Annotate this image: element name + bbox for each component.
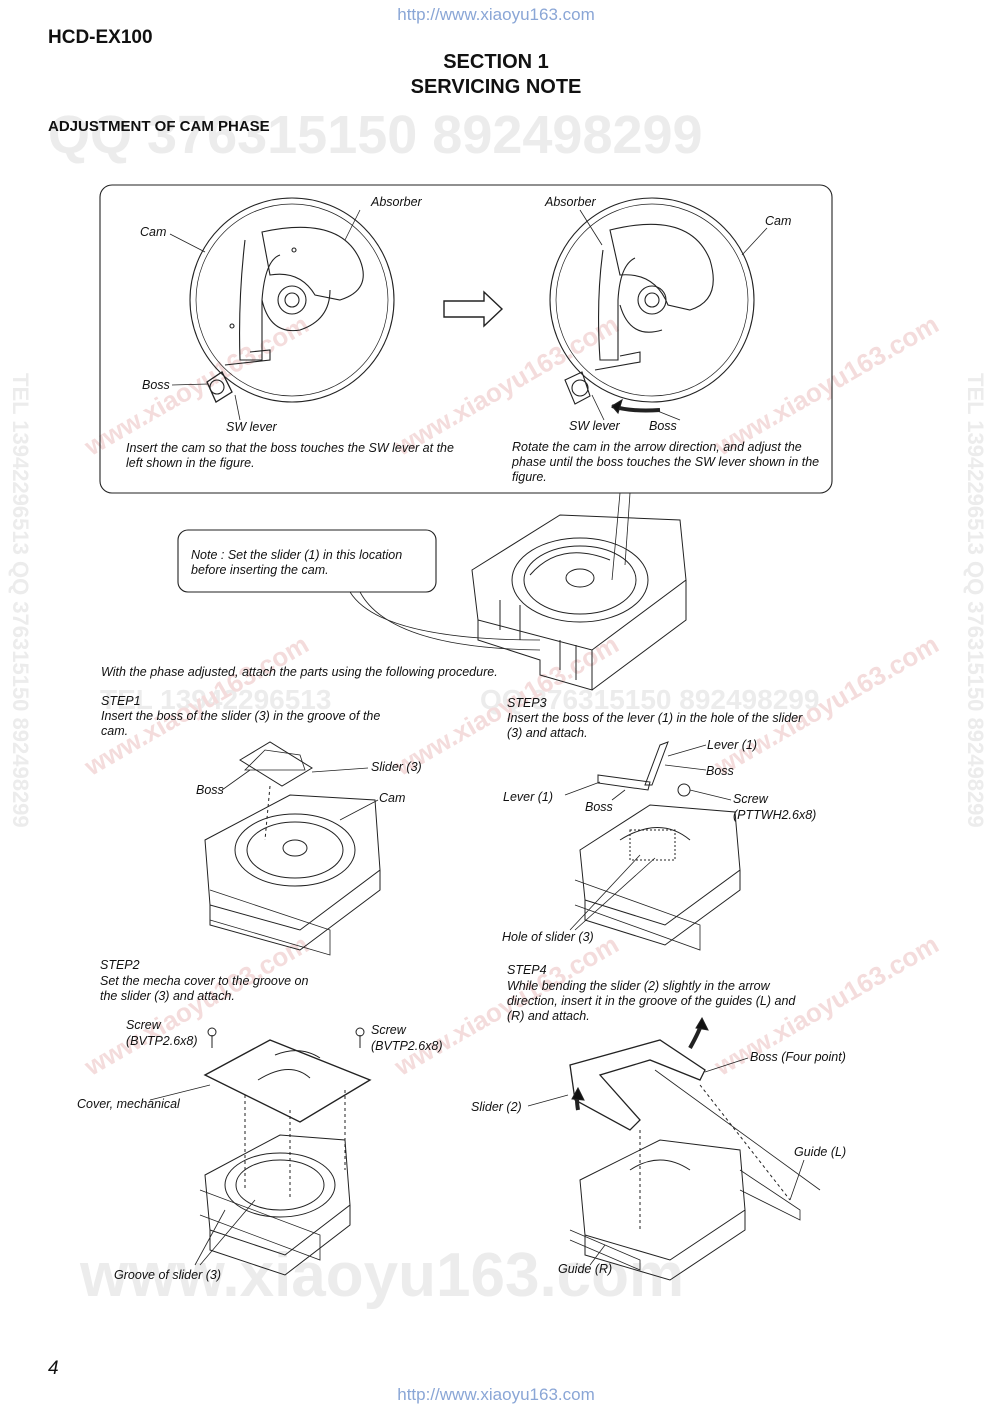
figure-frame xyxy=(99,184,833,494)
label-cam-right: Cam xyxy=(765,214,792,228)
procedure-intro: With the phase adjusted, attach the part… xyxy=(101,665,498,679)
note-callout-frame xyxy=(177,529,437,593)
caption-left: Insert the cam so that the boss touches … xyxy=(126,441,454,470)
url-bottom[interactable]: http://www.xiaoyu163.com xyxy=(397,1385,595,1404)
model-number: HCD-EX100 xyxy=(48,27,153,48)
label-boss-right: Boss xyxy=(649,419,677,433)
cam-diagram-left xyxy=(189,197,395,403)
step4-text: While bending the slider (2) slightly in… xyxy=(507,979,796,1023)
step1-label-boss: Boss xyxy=(196,783,224,797)
step4-label-boss: Boss (Four point) xyxy=(750,1050,846,1064)
cam-diagram-right xyxy=(549,197,755,415)
step2-label-screw-right: Screw xyxy=(371,1023,406,1037)
step4-label-guide-r: Guide (R) xyxy=(558,1262,613,1276)
watermark-mid-qq: QQ 376315150 892498299 xyxy=(480,684,820,715)
watermark-site-bottom: www.xiaoyu163.com xyxy=(80,1241,685,1310)
step2-label-screw-right-spec: (BVTP2.6x8) xyxy=(371,1039,443,1053)
url-top[interactable]: http://www.xiaoyu163.com xyxy=(397,5,595,24)
step4-drawing xyxy=(527,1016,821,1281)
step3-text: Insert the boss of the lever (1) in the … xyxy=(507,711,803,740)
step2-label-cover: Cover, mechanical xyxy=(77,1097,180,1111)
watermark-mid-tel: TEL 13942296513 xyxy=(100,684,332,715)
page-number: 4 xyxy=(48,1358,59,1379)
step1-label-slider: Slider (3) xyxy=(371,760,422,774)
leader-lines-top xyxy=(169,209,768,581)
step4-title: STEP4 xyxy=(507,963,547,977)
step3-label-lever-top: Lever (1) xyxy=(707,738,758,752)
step3-label-screw: Screw xyxy=(733,792,768,806)
label-absorber-left: Absorber xyxy=(371,195,422,209)
step4-label-guide-l: Guide (L) xyxy=(794,1145,847,1159)
step2-label-screw-left-spec: (BVTP2.6x8) xyxy=(126,1034,198,1048)
section-number: SECTION 1 xyxy=(443,51,549,73)
label-sw-lever-left: SW lever xyxy=(226,420,277,434)
label-absorber-right: Absorber xyxy=(545,195,596,209)
step3-label-screw-spec: (PTTWH2.6x8) xyxy=(733,808,817,822)
label-boss-left: Boss xyxy=(142,378,170,392)
step1-text: Insert the boss of the slider (3) in the… xyxy=(101,709,381,738)
page-heading: ADJUSTMENT OF CAM PHASE xyxy=(48,118,270,135)
step2-text: Set the mecha cover to the groove on the… xyxy=(100,974,309,1003)
step3-title: STEP3 xyxy=(507,696,547,710)
step2-label-screw-left: Screw xyxy=(126,1018,161,1032)
step3-label-boss-right: Boss xyxy=(706,764,734,778)
step1-title: STEP1 xyxy=(101,694,141,708)
step2-label-groove: Groove of slider (3) xyxy=(114,1268,221,1282)
right-arrow-icon xyxy=(443,290,504,328)
chassis-top xyxy=(471,514,687,691)
step1-label-cam: Cam xyxy=(379,791,406,805)
caption-right: Rotate the cam in the arrow direction, a… xyxy=(512,440,820,484)
step3-drawing xyxy=(564,741,741,951)
step3-label-boss-left: Boss xyxy=(585,800,613,814)
step2-drawing xyxy=(149,1027,372,1276)
note-text: Note : Set the slider (1) in this locati… xyxy=(191,548,403,577)
step4-label-slider: Slider (2) xyxy=(471,1100,522,1114)
step1-drawing xyxy=(204,741,381,956)
step2-title: STEP2 xyxy=(100,958,140,972)
label-sw-lever-right: SW lever xyxy=(569,419,620,433)
section-title: SERVICING NOTE xyxy=(410,76,582,98)
label-cam-left: Cam xyxy=(140,225,167,239)
step3-label-hole: Hole of slider (3) xyxy=(502,930,594,944)
watermark-qq: QQ 376315150 892498299 xyxy=(48,105,703,165)
step3-label-lever-left: Lever (1) xyxy=(503,790,554,804)
